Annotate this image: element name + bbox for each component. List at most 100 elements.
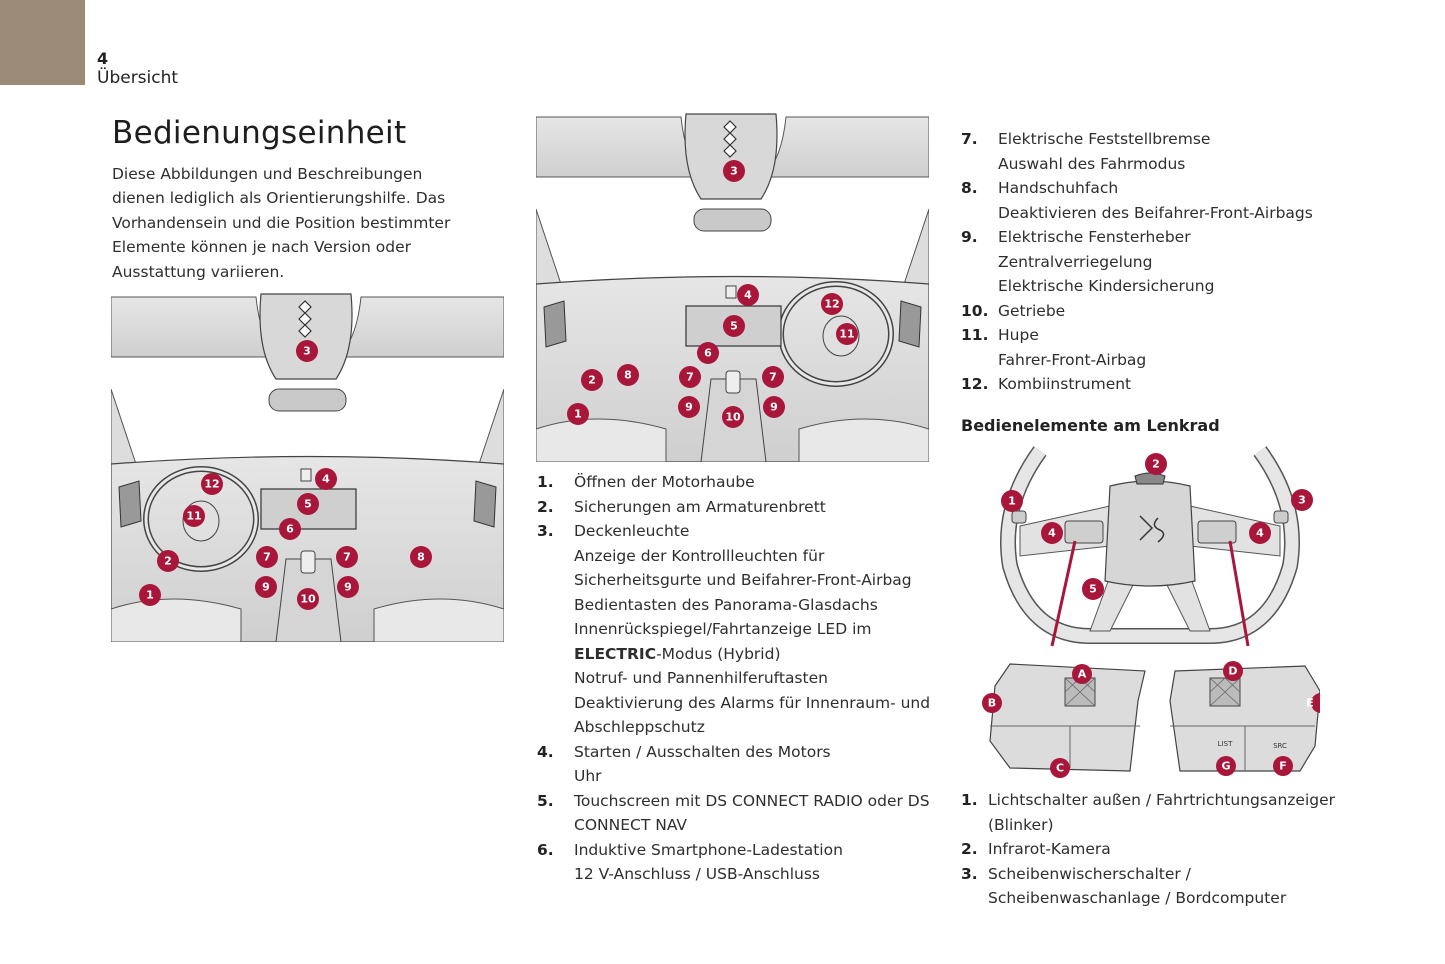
section-tab-marker [0, 0, 85, 85]
marker-3: 3 [296, 340, 318, 362]
marker-3: 3 [1291, 489, 1313, 511]
svg-text:D: D [1228, 665, 1237, 678]
marker-12: 12 [201, 473, 223, 495]
marker-1: 1 [139, 584, 161, 606]
marker-9-left: 9 [255, 576, 277, 598]
marker-A: A [1072, 664, 1092, 684]
rearview-mirror [268, 388, 347, 412]
marker-B: B [982, 693, 1002, 713]
list-item-1: 1. Öffnen der Motorhaube [537, 473, 755, 491]
svg-text:1: 1 [1008, 495, 1016, 508]
svg-text:7: 7 [686, 371, 694, 384]
svg-text:9: 9 [685, 401, 693, 414]
svg-text:12: 12 [204, 478, 219, 491]
lhd-markers: 3 4 5 6 12 11 2 7 7 8 9 9 10 1 [139, 340, 432, 610]
marker-D: D [1223, 661, 1243, 681]
marker-8: 8 [617, 364, 639, 386]
svg-text:11: 11 [839, 328, 854, 341]
steering-item-1: 1. Lichtschalter außen / Fahrtrichtungsa… [961, 791, 1336, 834]
svg-text:10: 10 [300, 593, 316, 606]
left-button-pad [989, 663, 1146, 772]
page-number: 4 [97, 49, 109, 68]
marker-5: 5 [297, 493, 319, 515]
svg-text:4: 4 [322, 473, 330, 486]
svg-text:7: 7 [263, 551, 271, 564]
svg-text:3: 3 [730, 165, 738, 178]
marker-7-right: 7 [762, 366, 784, 388]
svg-text:10: 10 [725, 411, 741, 424]
svg-text:2: 2 [164, 555, 172, 568]
marker-4: 4 [315, 468, 337, 490]
cockpit-illustration-lhd: 3 4 5 6 12 11 2 7 7 8 9 9 10 1 [111, 289, 504, 642]
list-item-5: 5. Touchscreen mit DS CONNECT RADIO oder… [537, 791, 930, 835]
marker-7-right: 7 [336, 546, 358, 568]
marker-6: 6 [279, 518, 301, 540]
steering-controls-heading: Bedienelemente am Lenkrad [961, 416, 1220, 435]
svg-text:G: G [1221, 760, 1230, 773]
svg-text:5: 5 [1089, 583, 1097, 596]
svg-text:3: 3 [1298, 494, 1306, 507]
svg-text:9: 9 [262, 581, 270, 594]
marker-9-right: 9 [337, 576, 359, 598]
wheel-markers: 1 2 3 4 4 5 A B C D E F G [982, 453, 1320, 778]
steering-item-3: 3. Scheibenwischerschalter /Scheibenwasc… [961, 864, 1287, 908]
svg-text:11: 11 [186, 510, 201, 523]
intro-paragraph: Diese Abbildungen und Beschreibungen die… [112, 165, 451, 281]
marker-2: 2 [1145, 453, 1167, 475]
svg-text:2: 2 [588, 374, 596, 387]
marker-1: 1 [567, 403, 589, 425]
marker-10: 10 [297, 588, 319, 610]
svg-text:4: 4 [744, 289, 752, 302]
svg-text:2: 2 [1152, 458, 1160, 471]
svg-text:5: 5 [304, 498, 312, 511]
svg-text:12: 12 [824, 298, 839, 311]
svg-text:E: E [1306, 697, 1314, 710]
marker-4-left: 4 [1041, 522, 1063, 544]
marker-1: 1 [1001, 490, 1023, 512]
svg-text:1: 1 [574, 408, 582, 421]
list-item-10: 10. Getriebe [961, 301, 1066, 320]
section-name: Übersicht [97, 68, 179, 88]
marker-4-right: 4 [1249, 522, 1271, 544]
marker-9-left: 9 [678, 396, 700, 418]
marker-7-left: 7 [679, 366, 701, 388]
svg-text:5: 5 [730, 320, 738, 333]
marker-C: C [1050, 758, 1070, 778]
svg-text:3: 3 [303, 345, 311, 358]
svg-text:9: 9 [344, 581, 352, 594]
svg-text:8: 8 [417, 551, 425, 564]
marker-10: 10 [722, 406, 744, 428]
marker-G: G [1216, 756, 1236, 776]
list-item-12: 12. Kombiinstrument [961, 375, 1132, 393]
marker-6: 6 [697, 342, 719, 364]
svg-text:7: 7 [343, 551, 351, 564]
marker-5: 5 [723, 315, 745, 337]
list-button-label: LIST [1218, 740, 1233, 748]
svg-text:C: C [1056, 762, 1064, 775]
marker-11: 11 [836, 323, 858, 345]
right-button-pad: LIST SRC [1169, 665, 1320, 772]
list-item-3: 3. Deckenleuchte Anzeige der Kontrollleu… [537, 522, 931, 736]
steering-hub [1104, 480, 1196, 587]
marker-4: 4 [737, 284, 759, 306]
page-title: Bedienungseinheit [112, 115, 407, 151]
marker-8: 8 [410, 546, 432, 568]
src-button-label: SRC [1273, 742, 1287, 750]
svg-text:4: 4 [1048, 527, 1056, 540]
svg-text:F: F [1279, 760, 1287, 773]
marker-2: 2 [581, 369, 603, 391]
marker-E: E [1306, 693, 1320, 713]
svg-text:8: 8 [624, 369, 632, 382]
marker-2: 2 [157, 550, 179, 572]
rhd-markers: 3 4 5 6 12 11 2 8 7 7 9 9 10 1 [567, 160, 858, 428]
marker-12: 12 [821, 293, 843, 315]
marker-3: 3 [723, 160, 745, 182]
steering-controls-list: 1. Lichtschalter außen / Fahrtrichtungsa… [961, 788, 1381, 911]
svg-text:7: 7 [769, 371, 777, 384]
steering-wheel-illustration: LIST SRC 1 2 3 4 4 5 A B C D E F G [980, 446, 1320, 781]
